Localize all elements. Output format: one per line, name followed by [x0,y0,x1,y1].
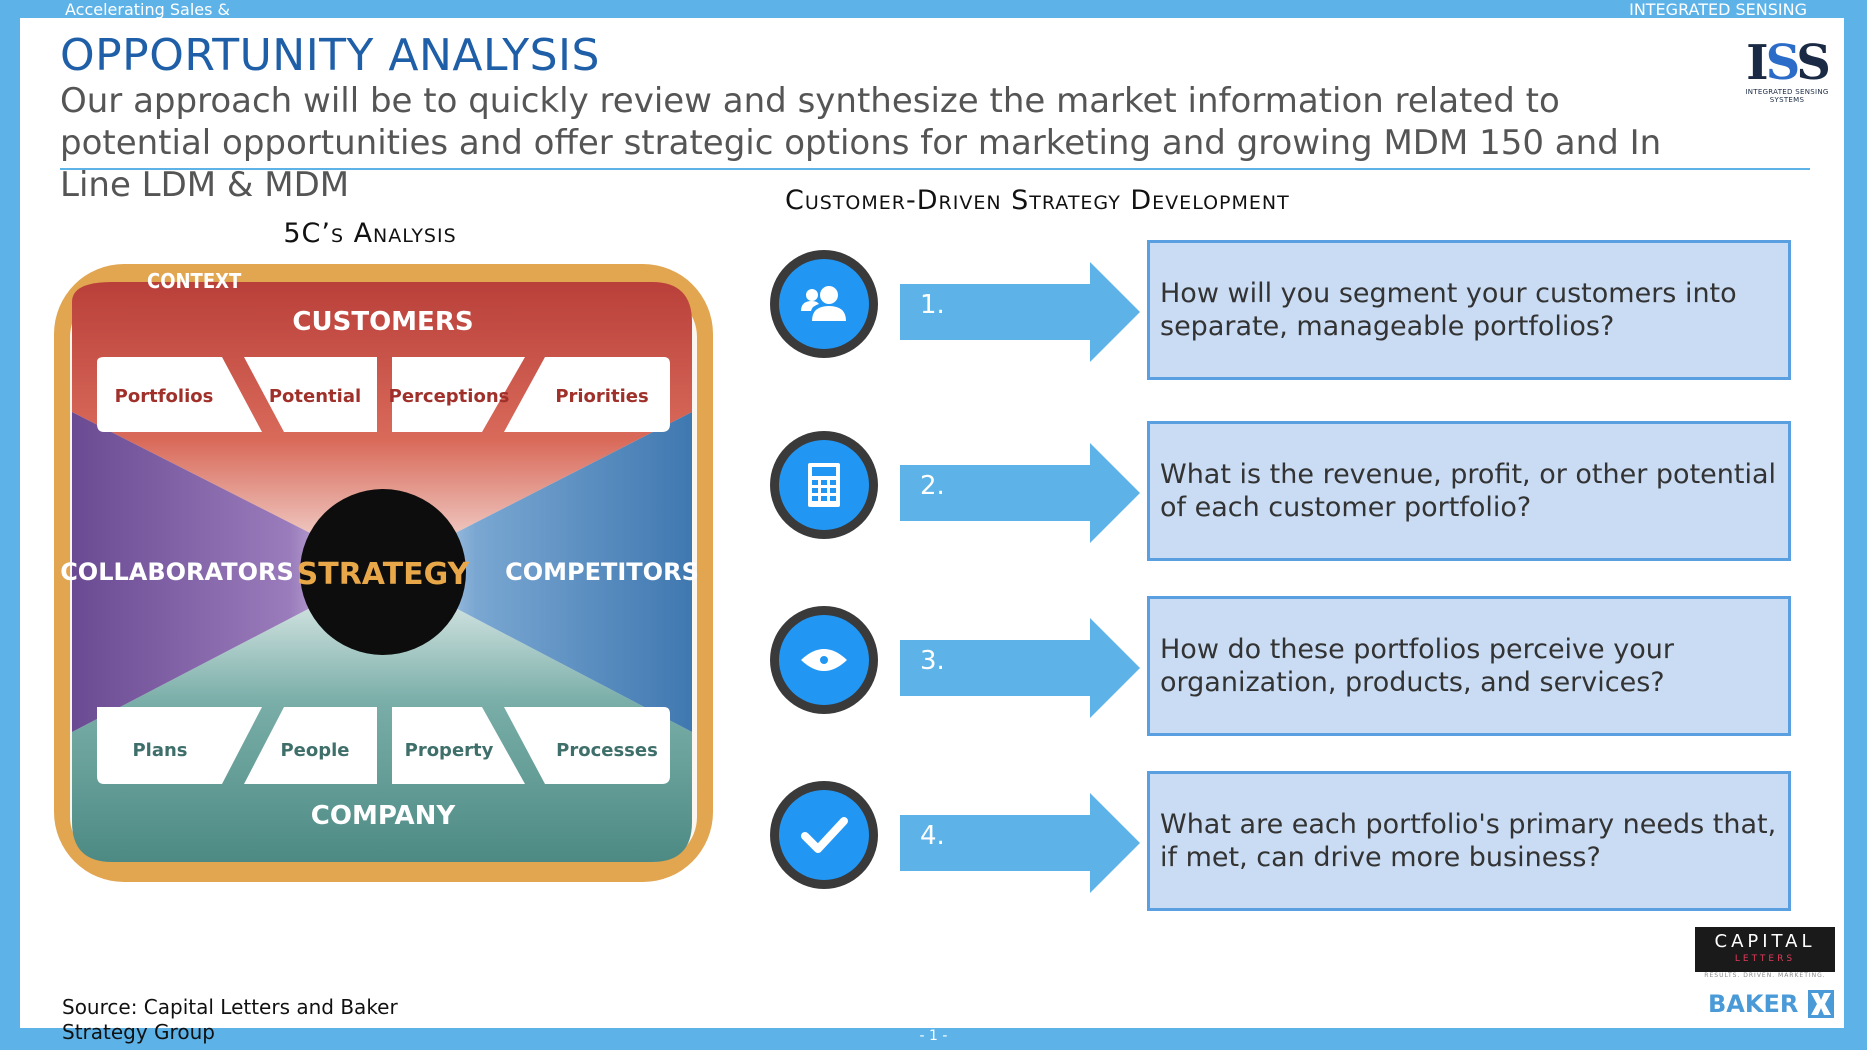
iss-logo-mark: ISS [1746,35,1831,91]
company-label: COMPANY [311,801,457,831]
page-title: OPPORTUNITY ANALYSIS [60,30,600,81]
people-label: People [280,740,349,761]
capital-logo-main: CAPITAL [1714,931,1816,952]
step-arrow [900,443,1140,543]
strategy-circle [300,489,466,655]
header-right-text: INTEGRATED SENSING [1629,0,1807,19]
title-divider [60,168,1810,170]
users-icon [801,286,846,321]
step-question: How do these portfolios perceive your or… [1147,596,1791,736]
competitors-segment [383,412,692,732]
customers-label: CUSTOMERS [292,307,473,337]
step-number: 4. [920,821,945,851]
step-arrow [900,262,1140,362]
step-number: 1. [920,290,945,320]
five-cs-diagram: CONTEXT CUSTOMERS Portfolios Potential P… [54,264,713,882]
strategy-step-2: 2. What is the revenue, profit, or other… [765,421,1795,571]
strategy-label: STRATEGY [297,557,471,592]
step-arrow [900,793,1140,893]
priorities-label: Priorities [555,386,648,407]
strategy-step-3: 3. How do these portfolios perceive your… [765,596,1795,746]
capital-logo-sub: LETTERS [1734,954,1796,964]
step-icon-circle [770,431,878,539]
page-subtitle: Our approach will be to quickly review a… [60,81,1662,205]
property-label: Property [405,740,494,761]
strategy-heading: Customer-Driven Strategy Development [785,185,1290,216]
company-segment [72,570,692,862]
capital-logo-tagline: RESULTS. DRIVEN. MARKETING. [1704,972,1826,979]
portfolios-label: Portfolios [115,386,214,407]
step-question: How will you segment your customers into… [1147,240,1791,380]
page-number: - 1 - [919,1028,948,1044]
calculator-icon [808,463,840,507]
step-number: 2. [920,471,945,501]
baker-x-icon [1808,990,1834,1018]
check-icon [801,817,848,853]
step-question: What are each portfolio's primary needs … [1147,771,1791,911]
step-question: What is the revenue, profit, or other po… [1147,421,1791,561]
step-icon-circle [770,606,878,714]
step-icon-circle [770,781,878,889]
perceptions-label: Perceptions [389,386,510,407]
step-arrow [900,618,1140,718]
source-note: Source: Capital Letters and Baker Strate… [62,995,398,1044]
competitors-label: COMPETITORS [505,558,699,586]
plans-label: Plans [132,740,187,761]
processes-label: Processes [556,740,658,761]
eye-icon [801,649,847,671]
collaborators-segment [72,412,383,732]
strategy-step-1: 1. How will you segment your customers i… [765,240,1795,390]
capital-letters-logo: CAPITAL LETTERS [1695,927,1835,972]
context-label: CONTEXT [147,269,242,293]
step-icon-circle [770,250,878,358]
collaborators-label: COLLABORATORS [60,558,294,586]
iss-logo: ISS INTEGRATED SENSING SYSTEMS [1732,38,1842,108]
customers-segment [72,282,692,570]
strategy-step-4: 4. What are each portfolio's primary nee… [765,771,1795,921]
iss-logo-subtext: INTEGRATED SENSING SYSTEMS [1745,88,1829,104]
header-left-text: Accelerating Sales & [65,0,231,19]
step-number: 3. [920,646,945,676]
potential-label: Potential [269,386,361,407]
five-cs-heading: 5C’s Analysis [283,218,457,249]
baker-logo: BAKER [1708,990,1799,1018]
